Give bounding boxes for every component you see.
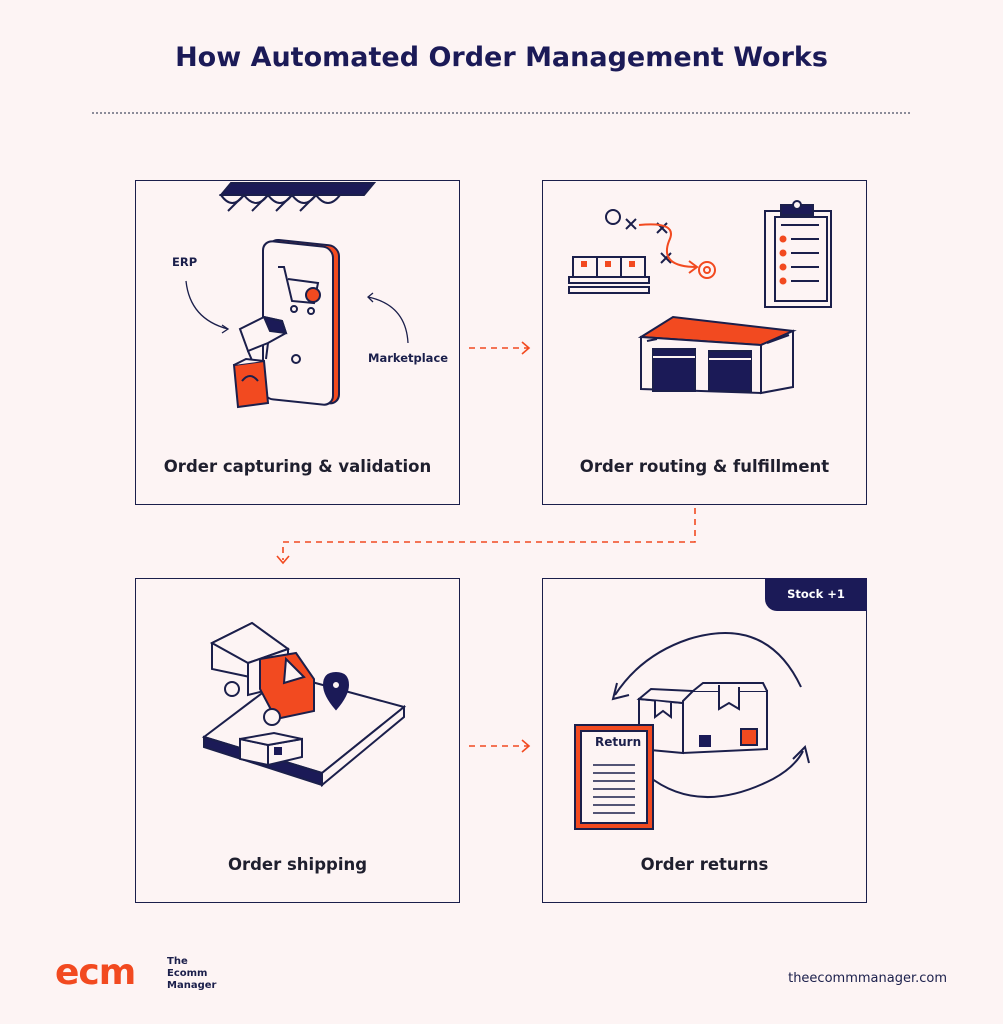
step-label: Order shipping [227,855,368,874]
step-label: Order routing & fulfillment [579,457,830,476]
storefront-awning-icon [218,182,377,212]
return-document-title: Return [595,735,642,749]
package-box-icon [239,731,303,767]
stock-badge: Stock +1 [765,578,867,611]
pallet-icon [568,256,650,294]
logo-subtitle-line: The [167,956,188,967]
logo-subtitle-line: Ecomm [167,968,208,979]
title-divider [92,112,910,114]
connector-step2-to-step3 [282,508,696,560]
step-card-order-shipping: Order shipping [135,578,460,903]
delivery-truck-icon [209,621,315,726]
brand-logo: ecm [55,952,136,993]
erp-label: ERP [172,255,198,269]
clipboard-checklist-icon [764,200,832,308]
step-card-order-returns: Stock +1 Return Order returns [542,578,867,903]
warehouse-icon [637,315,797,395]
package-box-icon [636,682,768,755]
brand-logo-subtitle: The Ecomm Manager [167,956,237,992]
cycle-arrows-icon [611,632,810,798]
route-map-icon [605,209,716,279]
logo-subtitle-line: Manager [167,980,217,991]
location-pin-icon [322,671,350,711]
erp-arrow [185,280,229,330]
marketplace-label: Marketplace [368,351,449,365]
step-label: Order returns [640,855,769,874]
smartphone-cart-icon [185,182,409,409]
marketplace-arrow [367,296,409,344]
step-card-order-capturing: ERP Marketplace Order capturing & valida… [135,180,460,505]
return-document-icon [574,724,654,830]
step-label: Order capturing & validation [163,457,432,476]
website-url: theecommmanager.com [788,971,947,986]
step-card-order-routing: Order routing & fulfillment [542,180,867,505]
page-title: How Automated Order Management Works [175,42,828,73]
